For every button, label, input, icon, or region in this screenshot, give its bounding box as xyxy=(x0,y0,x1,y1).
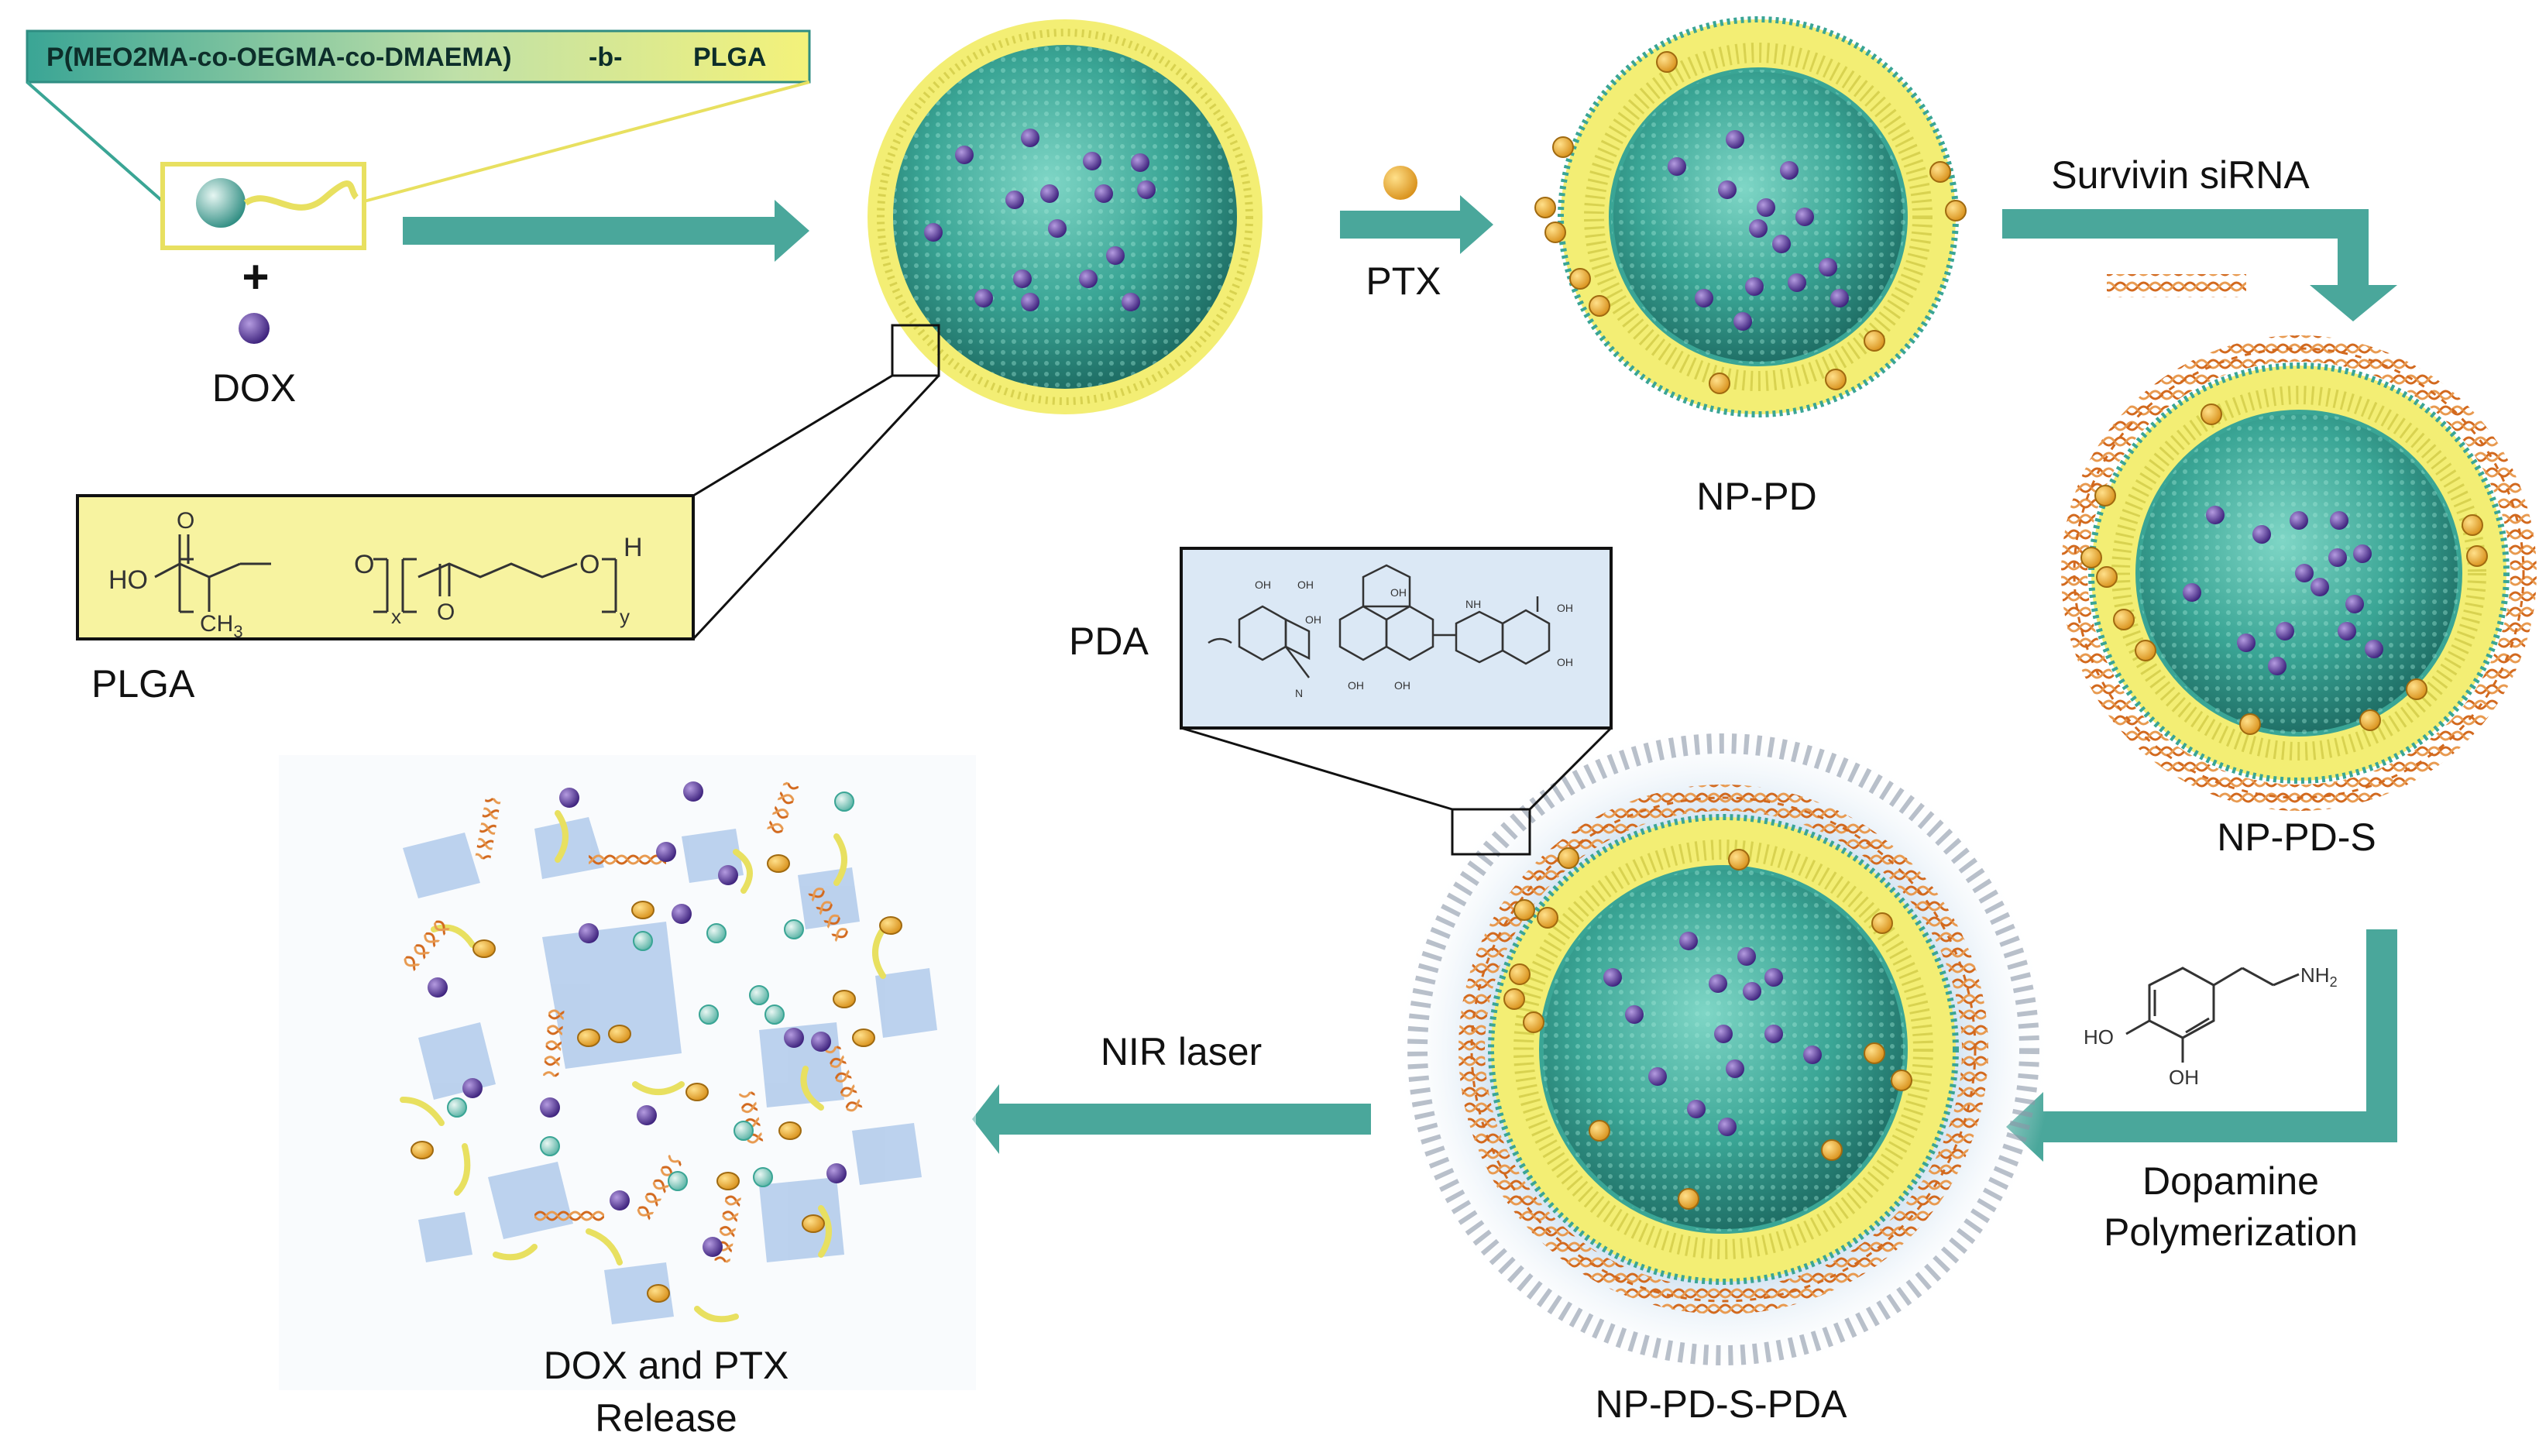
pda-oh-8: OH xyxy=(1390,586,1407,599)
zoom-box-shell xyxy=(891,324,940,377)
plus-sign: + xyxy=(242,251,269,303)
plga-formula-box: HO O O CH3 O O H x y xyxy=(76,494,695,641)
pda-zoom-line-1 xyxy=(1180,726,1453,811)
pda-oh-3: OH xyxy=(1348,679,1364,692)
pda-structure-box: OH OH OH OH OH OH OH OH NH N xyxy=(1180,547,1613,730)
dopamine-ho: HO xyxy=(2084,1025,2114,1049)
sirna-helix-icon xyxy=(2107,274,2246,297)
pda-n: N xyxy=(1295,687,1303,699)
hydrophilic-head-icon xyxy=(196,178,246,228)
nanoparticle-np-pd-s xyxy=(2061,335,2537,811)
dopamine-label-line1: Dopamine xyxy=(2142,1159,2319,1203)
polymer-banner: P(MEO2MA-co-OEGMA-co-DMAEMA) -b- PLGA xyxy=(26,29,811,84)
arrow-dopamine-polymerization xyxy=(2006,929,2397,1162)
plga-h: H xyxy=(624,533,643,562)
dopamine-nh2: NH2 xyxy=(2300,963,2338,990)
pda-oh-7: OH xyxy=(1305,613,1321,626)
nanoparticle-np-pd-s-pda xyxy=(1394,720,2053,1379)
ptx-molecule-icon xyxy=(1383,166,1417,200)
pda-label: PDA xyxy=(1069,620,1149,663)
np-pd-label: NP-PD xyxy=(1696,475,1817,518)
banner-callout-right xyxy=(363,81,810,203)
release-label-line1: DOX and PTX xyxy=(544,1344,789,1387)
pda-oh-5: OH xyxy=(1557,602,1573,614)
nir-label: NIR laser xyxy=(1101,1030,1262,1073)
pda-oh-1: OH xyxy=(1255,579,1271,591)
zoom-line-1 xyxy=(692,374,893,497)
arrow-nir-release xyxy=(972,1084,1371,1154)
pda-nh: NH xyxy=(1465,598,1481,610)
pda-oh-2: OH xyxy=(1297,579,1314,591)
plga-ho: HO xyxy=(108,565,148,595)
pda-oh-4: OH xyxy=(1394,679,1410,692)
pda-zoom-line-2 xyxy=(1528,726,1613,811)
arrow-ptx-loading xyxy=(1340,195,1493,254)
dopamine-structure xyxy=(2125,967,2300,1063)
amphiphile-box xyxy=(160,162,366,250)
nanoparticle-np-pd xyxy=(1534,16,1967,417)
hydrophobic-tail-icon xyxy=(243,180,359,211)
plga-x: x xyxy=(391,605,401,628)
np-pd-s-label: NP-PD-S xyxy=(2217,816,2376,859)
plga-label: PLGA xyxy=(91,662,195,706)
survivin-label: Survivin siRNA xyxy=(2051,153,2310,197)
plga-ch3: CH3 xyxy=(200,611,243,641)
banner-left-text: P(MEO2MA-co-OEGMA-co-DMAEMA) xyxy=(46,43,512,72)
micelle-dox-loaded xyxy=(868,19,1263,414)
dox-label: DOX xyxy=(212,366,296,410)
release-scene xyxy=(279,755,976,1390)
np-pd-s-pda-label: NP-PD-S-PDA xyxy=(1595,1382,1847,1426)
arrow-sirna-loading xyxy=(2002,209,2397,321)
dox-molecule-icon xyxy=(239,313,270,344)
plga-o1: O xyxy=(354,550,374,579)
banner-right-text: PLGA xyxy=(693,43,766,72)
release-label-line2: Release xyxy=(595,1396,737,1440)
plga-o-top: O xyxy=(177,508,194,534)
zoom-box-pda xyxy=(1451,808,1531,856)
ptx-label: PTX xyxy=(1366,259,1441,303)
plga-y: y xyxy=(620,605,630,628)
pda-oh-6: OH xyxy=(1557,656,1573,668)
plga-o2: O xyxy=(579,550,600,579)
dopamine-label-line2: Polymerization xyxy=(2104,1210,2358,1254)
banner-mid-text: -b- xyxy=(589,43,622,72)
arrow-to-micelle xyxy=(403,200,809,262)
dopamine-oh: OH xyxy=(2169,1066,2199,1089)
banner-callout-left xyxy=(26,81,164,203)
plga-o-bottom: O xyxy=(437,599,455,625)
zoom-line-2 xyxy=(692,374,940,640)
